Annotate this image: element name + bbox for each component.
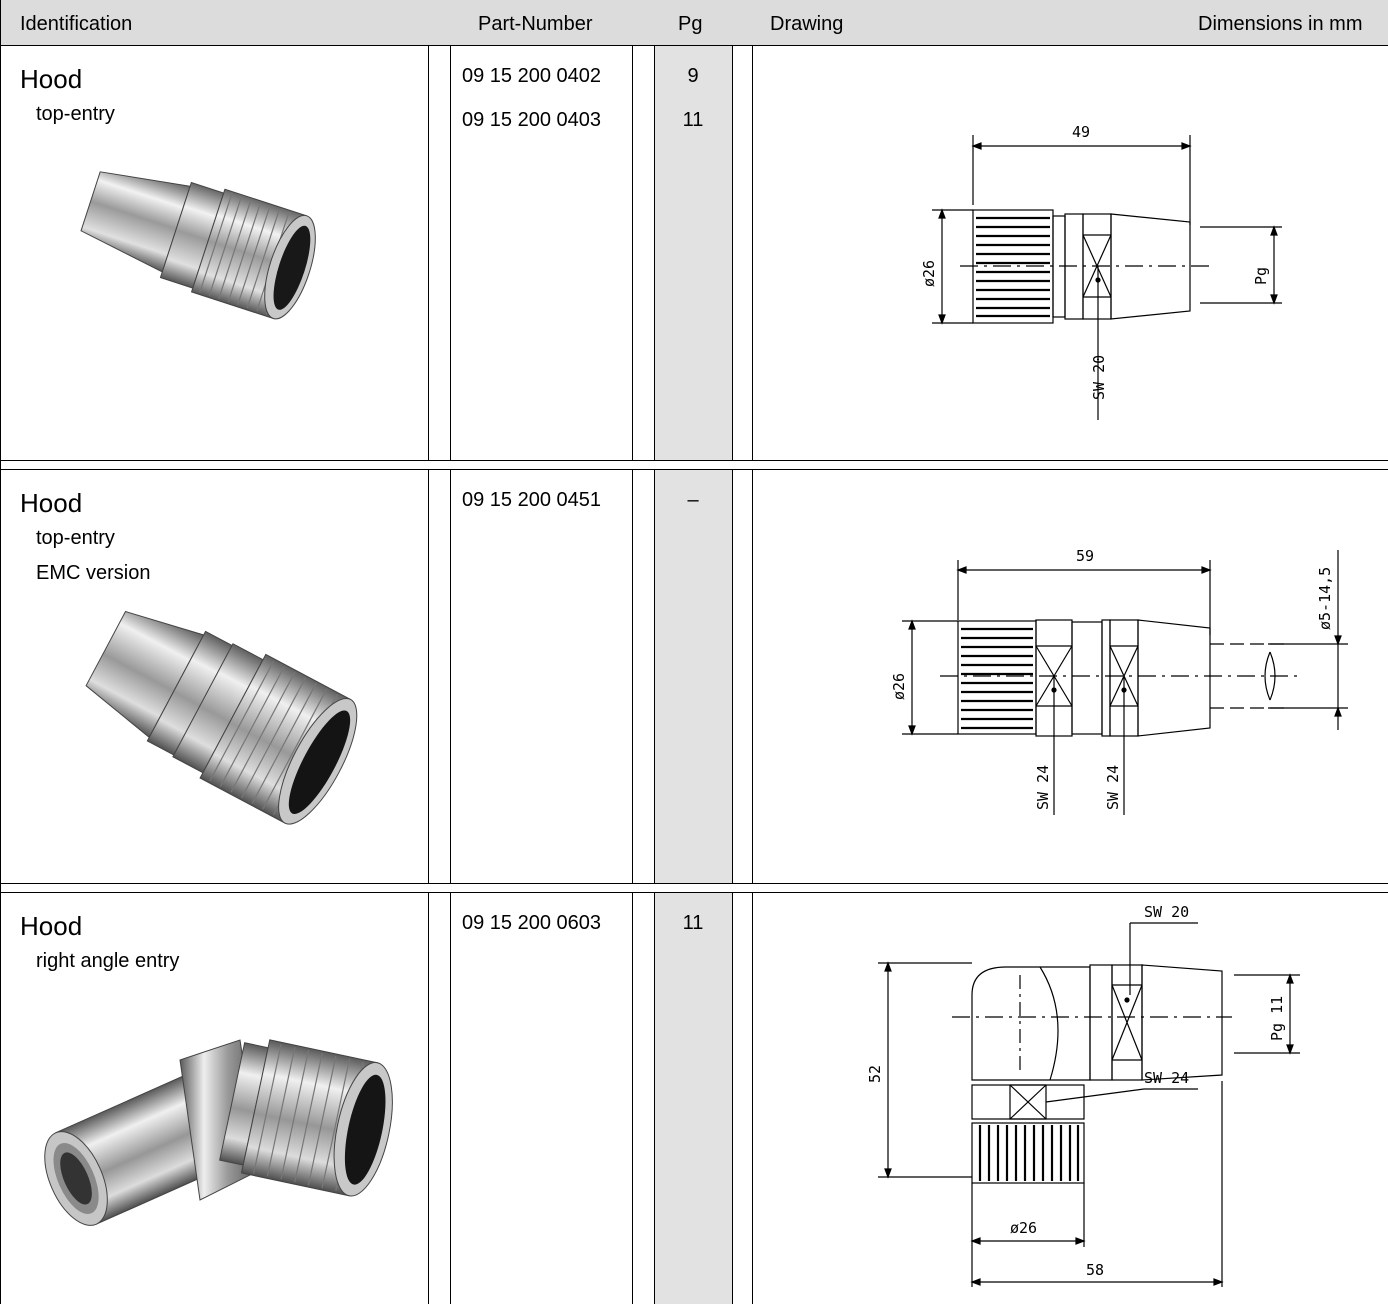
row-3-part-number-1: 09 15 200 0603 (462, 912, 602, 934)
dim-cable-diameter: ø5-14,5 (1316, 567, 1334, 630)
row-3-title: Hood (20, 911, 83, 941)
row-3-subtitle: right angle entry (36, 950, 180, 972)
dim-sw-2: SW 24 (1104, 765, 1122, 810)
dim-pg: Pg (1252, 267, 1270, 285)
row-3-pg-1: 11 (682, 912, 704, 934)
header-part-number: Part-Number (478, 13, 593, 35)
row-2-subtitle-2: EMC version (36, 562, 151, 584)
header-identification: Identification (20, 13, 133, 35)
dim-length: 59 (1076, 547, 1094, 565)
hood-top-entry-drawing: 49 ø26 SW 20 Pg (920, 123, 1282, 420)
row-2-part-number-1: 09 15 200 0451 (462, 489, 602, 511)
header-pg: Pg (678, 13, 703, 35)
header-dimensions: Dimensions in mm (1198, 13, 1363, 35)
dim-sw: SW 20 (1090, 355, 1108, 400)
hood-right-angle-drawing: SW 20 52 Pg 11 SW 24 ø26 (866, 903, 1300, 1287)
row-1-part-number-2: 09 15 200 0403 (462, 109, 602, 131)
dim-pg: Pg 11 (1268, 996, 1286, 1041)
hood-top-entry-photo (80, 171, 316, 320)
row-1-pg-2: 11 (682, 109, 704, 131)
row-1-title: Hood (20, 64, 83, 94)
row-1-part-number-1: 09 15 200 0402 (462, 65, 602, 87)
pg-band (654, 46, 732, 460)
table-header: Identification Part-Number Pg Drawing Di… (0, 0, 1388, 46)
row-2-pg-1: – (687, 489, 699, 511)
dim-diameter: ø26 (920, 260, 938, 287)
hood-right-angle-photo (44, 1039, 393, 1226)
row-1-pg-1: 9 (687, 65, 699, 87)
dim-length: 49 (1072, 123, 1090, 141)
hood-emc-photo (85, 610, 358, 825)
pg-band (654, 469, 732, 883)
row-1-subtitle: top-entry (36, 103, 115, 125)
header-drawing: Drawing (770, 13, 844, 35)
pg-band (654, 892, 732, 1304)
hood-emc-drawing: 59 ø26 ø5-14,5 SW 24 SW 24 (890, 547, 1348, 815)
dim-height: 52 (866, 1065, 884, 1083)
dim-diameter: ø26 (890, 673, 908, 700)
dim-diameter: ø26 (1010, 1219, 1037, 1237)
dim-sw-mid: SW 24 (1144, 1069, 1189, 1087)
row-2-title: Hood (20, 488, 83, 518)
row-2-subtitle-1: top-entry (36, 527, 115, 549)
dim-sw-top: SW 20 (1144, 903, 1189, 921)
dim-width: 58 (1086, 1261, 1104, 1279)
dim-sw-1: SW 24 (1034, 765, 1052, 810)
